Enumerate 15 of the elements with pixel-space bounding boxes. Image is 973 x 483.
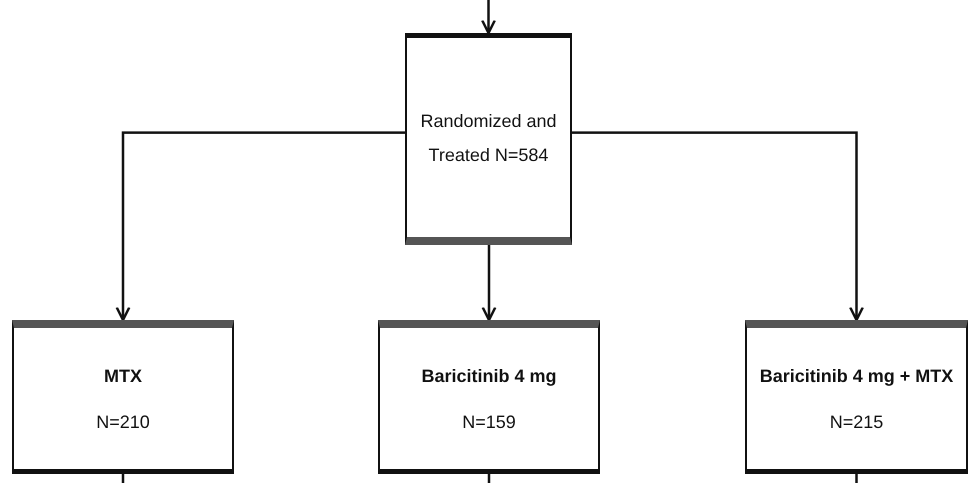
box-title: MTX	[104, 364, 142, 388]
box-title: Randomized and Treated N=584	[419, 110, 558, 166]
process-box	[405, 33, 572, 245]
process-box	[378, 320, 600, 474]
count-text: N=210	[96, 410, 150, 434]
connector-arrow	[116, 131, 405, 322]
process-box	[745, 320, 968, 474]
count-text: N=215	[830, 410, 884, 434]
box-title: Baricitinib 4 mg + MTX	[760, 364, 954, 388]
connector-arrow	[482, 245, 496, 322]
connector-arrow	[481, 0, 496, 34]
count-text: N=159	[462, 410, 516, 434]
connector-arrow	[572, 131, 864, 322]
process-box	[12, 320, 234, 474]
box-title: Baricitinib 4 mg	[421, 364, 557, 388]
